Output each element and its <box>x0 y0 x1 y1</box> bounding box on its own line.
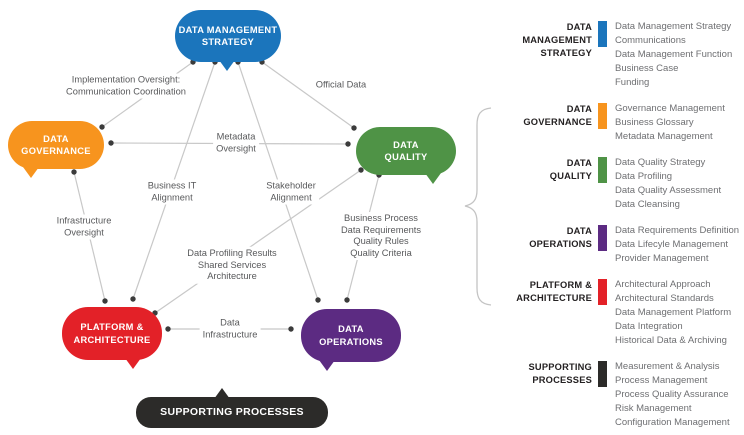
legend-color-bar <box>598 157 607 183</box>
legend-item: Data Integration <box>615 321 683 332</box>
legend-item: Architectural Approach <box>615 279 711 290</box>
legend-item: Configuration Management <box>615 417 730 428</box>
legend-heading: DATA QUALITY <box>549 158 592 181</box>
legend-item: Metadata Management <box>615 131 713 142</box>
legend-item: Data Quality Assessment <box>615 185 722 196</box>
legend-item: Data Management Platform <box>615 307 732 318</box>
connector-dot <box>345 141 351 147</box>
node-label: DATA GOVERNANCE <box>21 133 91 157</box>
legend-item: Data Management Strategy <box>615 21 732 32</box>
legend-item: Data Management Function <box>615 49 733 60</box>
connector-dot <box>130 296 136 302</box>
legend-color-bar <box>598 225 607 251</box>
node-supporting-processes: SUPPORTING PROCESSES <box>136 388 328 428</box>
bubble-tail-icon <box>219 60 235 71</box>
legend-item: Process Management <box>615 375 708 386</box>
legend-heading: DATA MANAGEMENT STRATEGY <box>522 22 592 58</box>
edge-label-5: Infrastructure Oversight <box>53 214 115 240</box>
connector-dot <box>71 169 77 175</box>
connector-dot <box>165 326 171 332</box>
legend-heading: DATA GOVERNANCE <box>523 104 592 127</box>
legend-item: Data Quality Strategy <box>615 157 706 168</box>
legend-item: Communications <box>615 35 686 46</box>
legend: DATA MANAGEMENT STRATEGY Data Management … <box>500 20 744 435</box>
bubble-tail-icon <box>23 167 39 178</box>
edge-label-0: Implementation Oversight: Communication … <box>63 73 189 99</box>
legend-row-4: PLATFORM & ARCHITECTURE Architectural App… <box>500 278 744 348</box>
bubble-tail-icon <box>425 173 441 184</box>
legend-heading: SUPPORTING PROCESSES <box>528 362 592 385</box>
node-label: DATA QUALITY <box>384 139 428 163</box>
connector-dot <box>344 297 350 303</box>
legend-item: Measurement & Analysis <box>615 361 720 372</box>
node-data-governance: DATA GOVERNANCE <box>8 121 104 178</box>
legend-item: Historical Data & Archiving <box>615 335 727 346</box>
legend-color-bar <box>598 279 607 305</box>
legend-row-0: DATA MANAGEMENT STRATEGY Data Management … <box>500 20 744 90</box>
edge-label-4: Stakeholder Alignment <box>263 179 319 205</box>
edge-label-8: Data Infrastructure <box>199 316 261 342</box>
connector-dot <box>358 167 364 173</box>
edge-label-1: Official Data <box>312 78 370 92</box>
legend-item: Funding <box>615 77 650 88</box>
node-label: DATA OPERATIONS <box>319 324 383 347</box>
legend-item: Process Quality Assurance <box>615 389 729 400</box>
legend-item: Data Requirements Definition <box>615 225 740 236</box>
edge-quality-platform <box>154 169 362 314</box>
node-label: SUPPORTING PROCESSES <box>160 406 304 419</box>
edge-label-7: Business Process Data Requirements Quali… <box>337 212 425 260</box>
brace-icon <box>464 107 492 306</box>
legend-item: Data Profiling <box>615 171 673 182</box>
node-label: PLATFORM & ARCHITECTURE <box>73 322 151 345</box>
legend-row-3: DATA OPERATIONS Data Requirements Definit… <box>500 224 744 266</box>
legend-row-5: SUPPORTING PROCESSES Measurement & Analys… <box>500 360 744 430</box>
bubble-tail-icon <box>125 358 141 369</box>
connector-dot <box>288 326 294 332</box>
legend-heading: DATA OPERATIONS <box>529 226 592 249</box>
legend-color-bar <box>598 103 607 129</box>
connector-dot <box>315 297 321 303</box>
legend-item: Risk Management <box>615 403 692 414</box>
legend-color-bar <box>598 21 607 47</box>
legend-color-bar <box>598 361 607 387</box>
edge-label-2: Metadata Oversight <box>213 130 259 156</box>
edge-label-3: Business IT Alignment <box>144 179 200 205</box>
legend-item: Governance Management <box>615 103 725 114</box>
legend-heading: PLATFORM & ARCHITECTURE <box>516 280 592 303</box>
node-platform-architecture: PLATFORM & ARCHITECTURE <box>62 307 162 369</box>
legend-item: Business Case <box>615 63 679 74</box>
legend-item: Business Glossary <box>615 117 694 128</box>
node-data-management-strategy: DATA MANAGEMENT STRATEGY <box>175 10 281 71</box>
connector-dot <box>102 298 108 304</box>
legend-item: Data Cleansing <box>615 199 680 210</box>
bubble-tail-icon <box>319 360 335 371</box>
node-data-operations: DATA OPERATIONS <box>301 309 401 371</box>
connector-dot <box>108 140 114 146</box>
connector-dot <box>351 125 357 131</box>
bubble-tail-icon <box>214 388 230 399</box>
legend-item: Architectural Standards <box>615 293 714 304</box>
edge-strategy-quality <box>261 61 355 129</box>
node-label: DATA MANAGEMENT STRATEGY <box>178 24 278 48</box>
node-data-quality: DATA QUALITY <box>356 127 456 184</box>
connector-dot <box>99 124 105 130</box>
edge-label-6: Data Profiling Results Shared Services A… <box>184 246 280 284</box>
legend-item: Data Lifecyle Management <box>615 239 729 250</box>
legend-item: Provider Management <box>615 253 709 264</box>
